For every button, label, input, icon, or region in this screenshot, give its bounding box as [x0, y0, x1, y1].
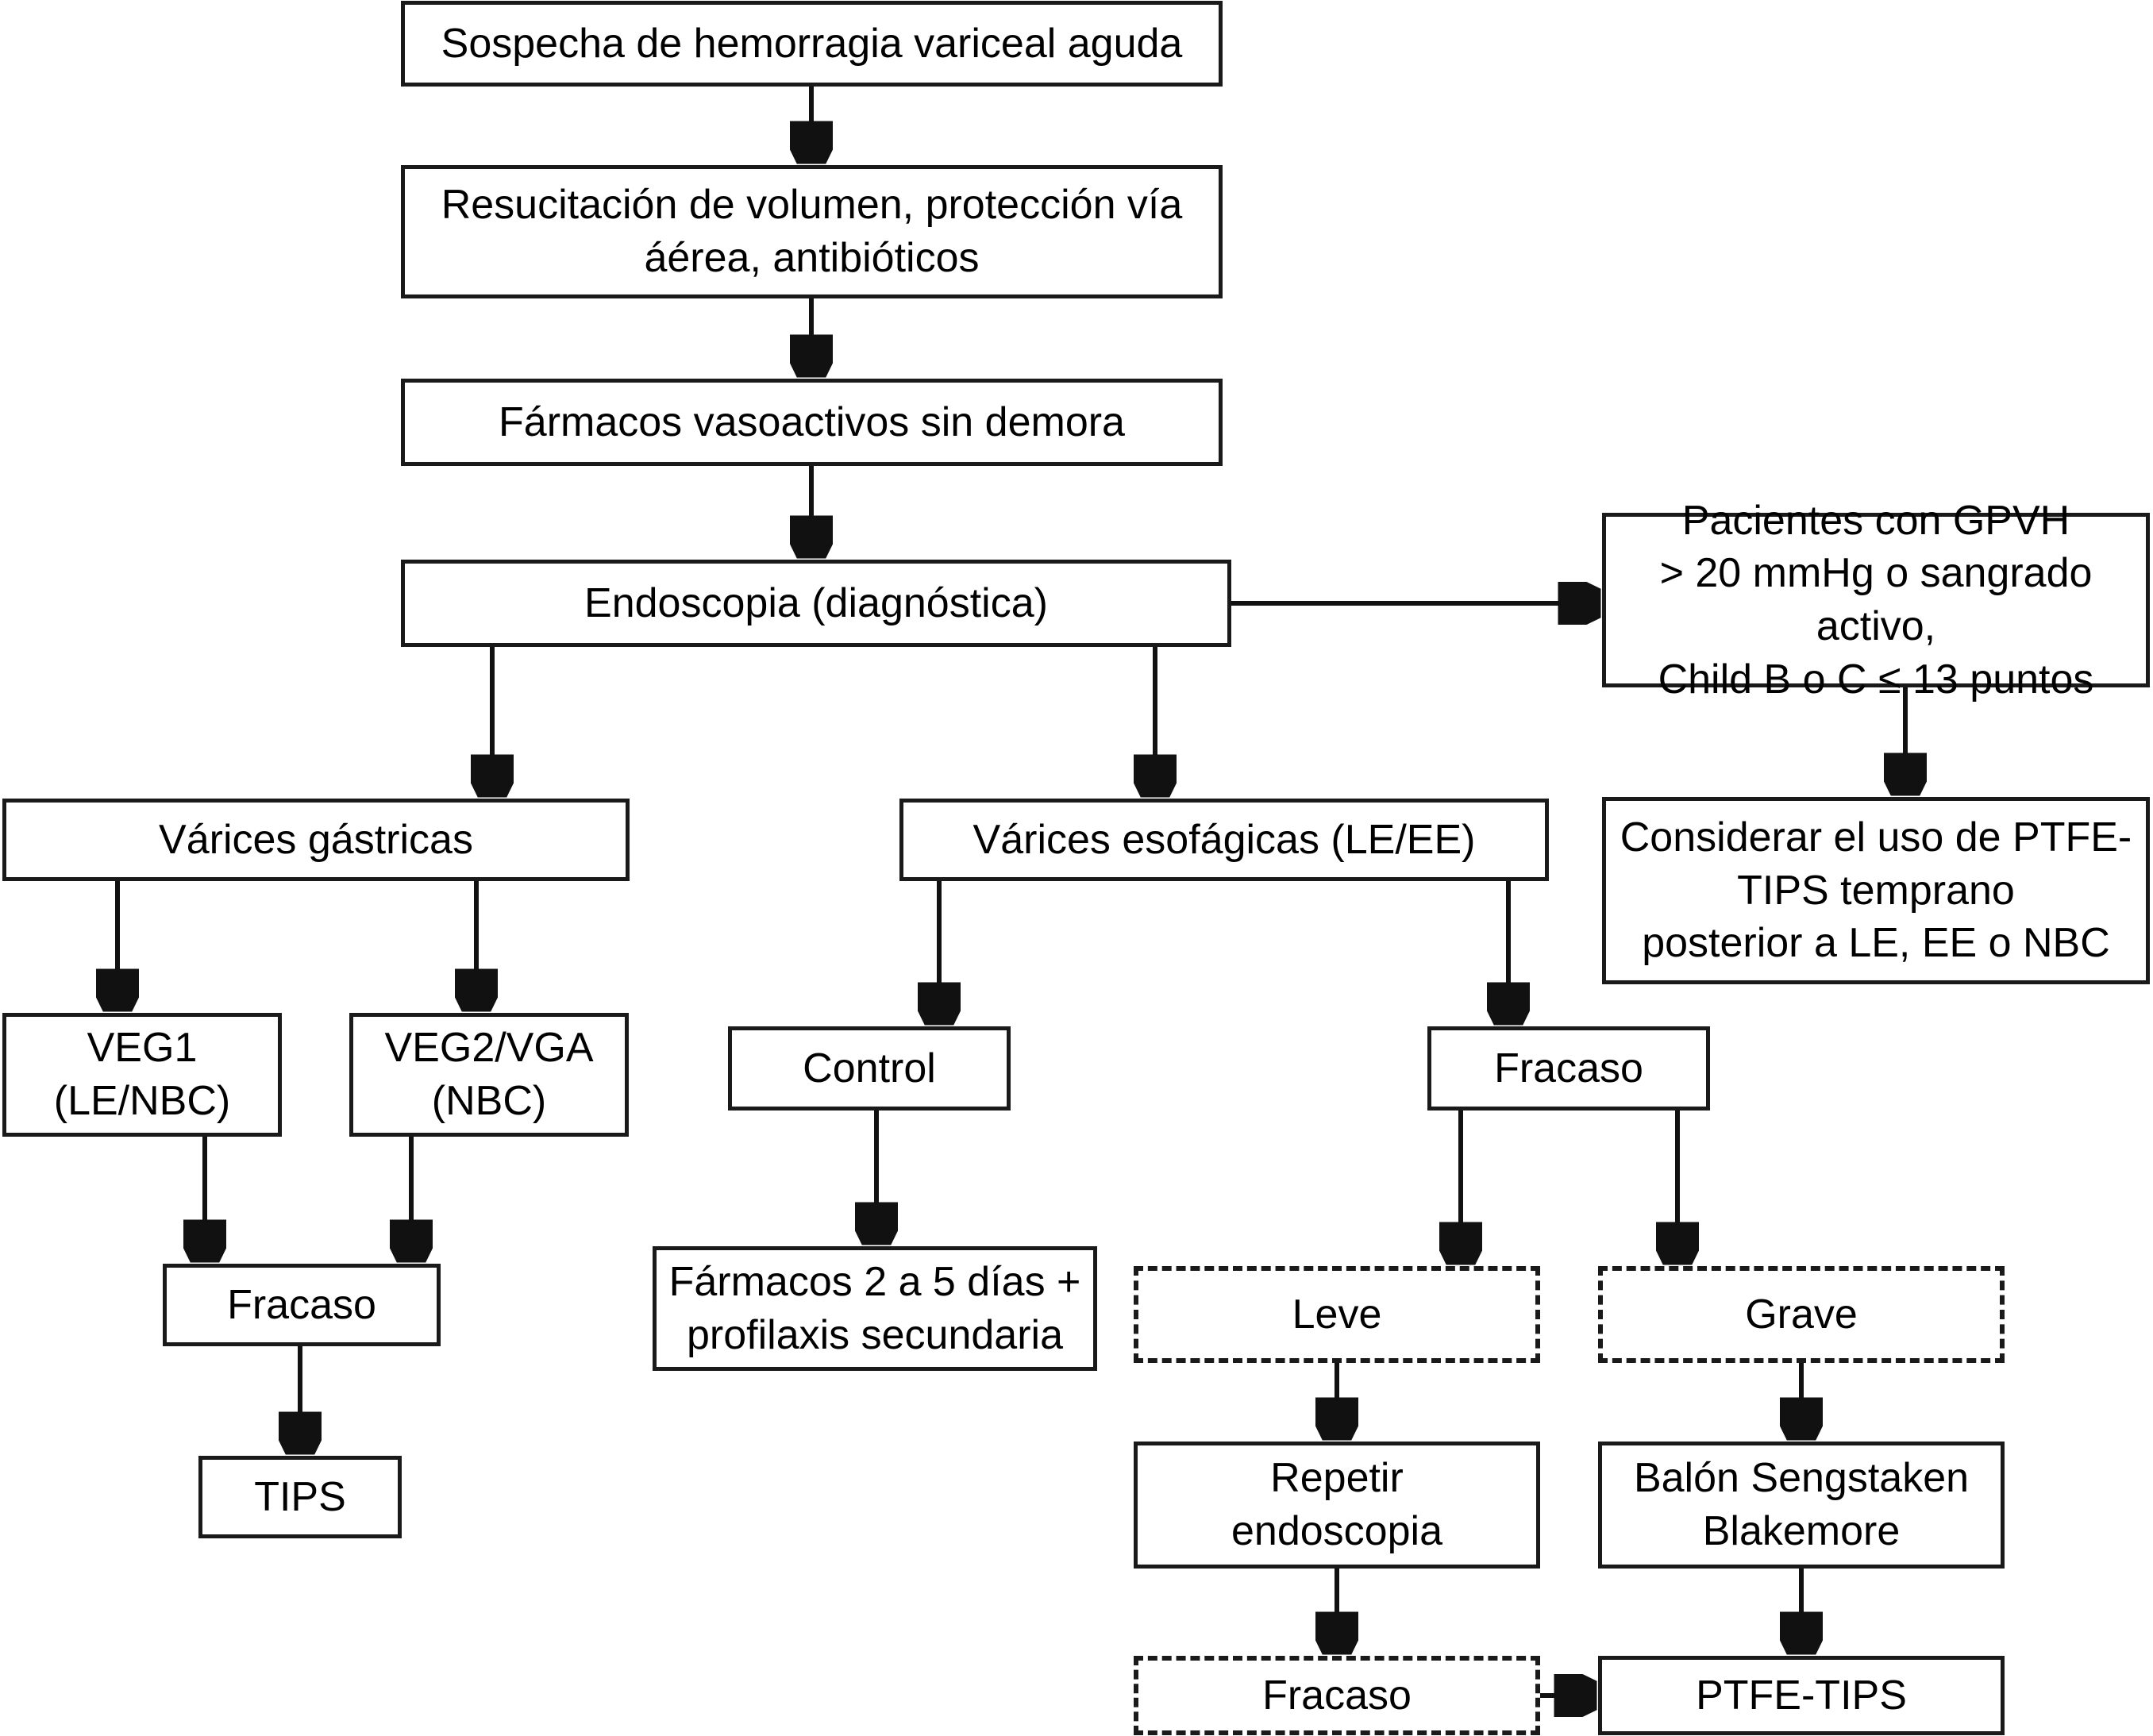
node-considerar-ptfe-tips-label: Considerar el uso de PTFE- TIPS temprano…: [1620, 814, 2132, 967]
node-farmacos-2-a-5-dias[interactable]: Fármacos 2 a 5 días + profilaxis secunda…: [653, 1246, 1097, 1371]
node-fracaso-gastrica-label: Fracaso: [227, 1281, 376, 1328]
node-leve[interactable]: Leve: [1134, 1266, 1540, 1363]
node-resucitacion-label: Resucitación de volumen, protección vía …: [441, 182, 1183, 281]
node-fracaso-esofagica[interactable]: Fracaso: [1427, 1026, 1710, 1111]
node-fracaso-gastrica[interactable]: Fracaso: [163, 1264, 441, 1346]
node-considerar-ptfe-tips[interactable]: Considerar el uso de PTFE- TIPS temprano…: [1602, 797, 2150, 984]
node-veg1-label: VEG1 (LE/NBC): [53, 1025, 231, 1124]
node-pacientes-gpvh-label: Pacientes con GPVH > 20 mmHg o sangrado …: [1658, 497, 2094, 702]
node-farmacos-vasoactivos[interactable]: Fármacos vasoactivos sin demora: [401, 379, 1223, 466]
node-sospecha-label: Sospecha de hemorragia variceal aguda: [441, 20, 1183, 67]
node-veg1[interactable]: VEG1 (LE/NBC): [2, 1013, 282, 1137]
node-fracaso-esofagica-label: Fracaso: [1494, 1045, 1643, 1091]
node-veg2-vga-label: VEG2/VGA (NBC): [384, 1025, 594, 1124]
node-control-label: Control: [803, 1045, 936, 1091]
node-balon-sengstaken-blakemore[interactable]: Balón Sengstaken Blakemore: [1598, 1442, 2005, 1569]
node-fracaso-repetir-label: Fracaso: [1262, 1672, 1412, 1719]
node-farmacos-2-a-5-dias-label: Fármacos 2 a 5 días + profilaxis secunda…: [668, 1258, 1081, 1358]
node-resucitacion[interactable]: Resucitación de volumen, protección vía …: [401, 165, 1223, 298]
node-ptfe-tips-label: PTFE-TIPS: [1696, 1672, 1907, 1719]
node-grave-label: Grave: [1745, 1291, 1858, 1338]
node-veg2-vga[interactable]: VEG2/VGA (NBC): [349, 1013, 629, 1137]
node-grave[interactable]: Grave: [1598, 1266, 2005, 1363]
node-farmacos-vasoactivos-label: Fármacos vasoactivos sin demora: [499, 398, 1125, 445]
node-balon-sengstaken-blakemore-label: Balón Sengstaken Blakemore: [1633, 1455, 1970, 1554]
node-pacientes-gpvh[interactable]: Pacientes con GPVH > 20 mmHg o sangrado …: [1602, 498, 2150, 702]
node-varices-gastricas[interactable]: Várices gástricas: [2, 799, 630, 881]
node-sospecha[interactable]: Sospecha de hemorragia variceal aguda: [401, 1, 1223, 87]
node-varices-esofagicas-label: Várices esofágicas (LE/EE): [973, 816, 1476, 863]
node-tips[interactable]: TIPS: [198, 1456, 402, 1538]
node-endoscopia[interactable]: Endoscopia (diagnóstica): [401, 560, 1231, 647]
node-ptfe-tips[interactable]: PTFE-TIPS: [1598, 1656, 2005, 1735]
node-repetir-endoscopia[interactable]: Repetir endoscopia: [1134, 1442, 1540, 1569]
node-fracaso-repetir[interactable]: Fracaso: [1134, 1656, 1540, 1735]
node-repetir-endoscopia-label: Repetir endoscopia: [1231, 1455, 1442, 1554]
node-tips-label: TIPS: [254, 1473, 346, 1520]
node-endoscopia-label: Endoscopia (diagnóstica): [584, 579, 1048, 626]
node-varices-esofagicas[interactable]: Várices esofágicas (LE/EE): [899, 799, 1549, 881]
node-control[interactable]: Control: [728, 1026, 1011, 1111]
node-leve-label: Leve: [1292, 1291, 1382, 1338]
node-varices-gastricas-label: Várices gástricas: [159, 816, 473, 863]
